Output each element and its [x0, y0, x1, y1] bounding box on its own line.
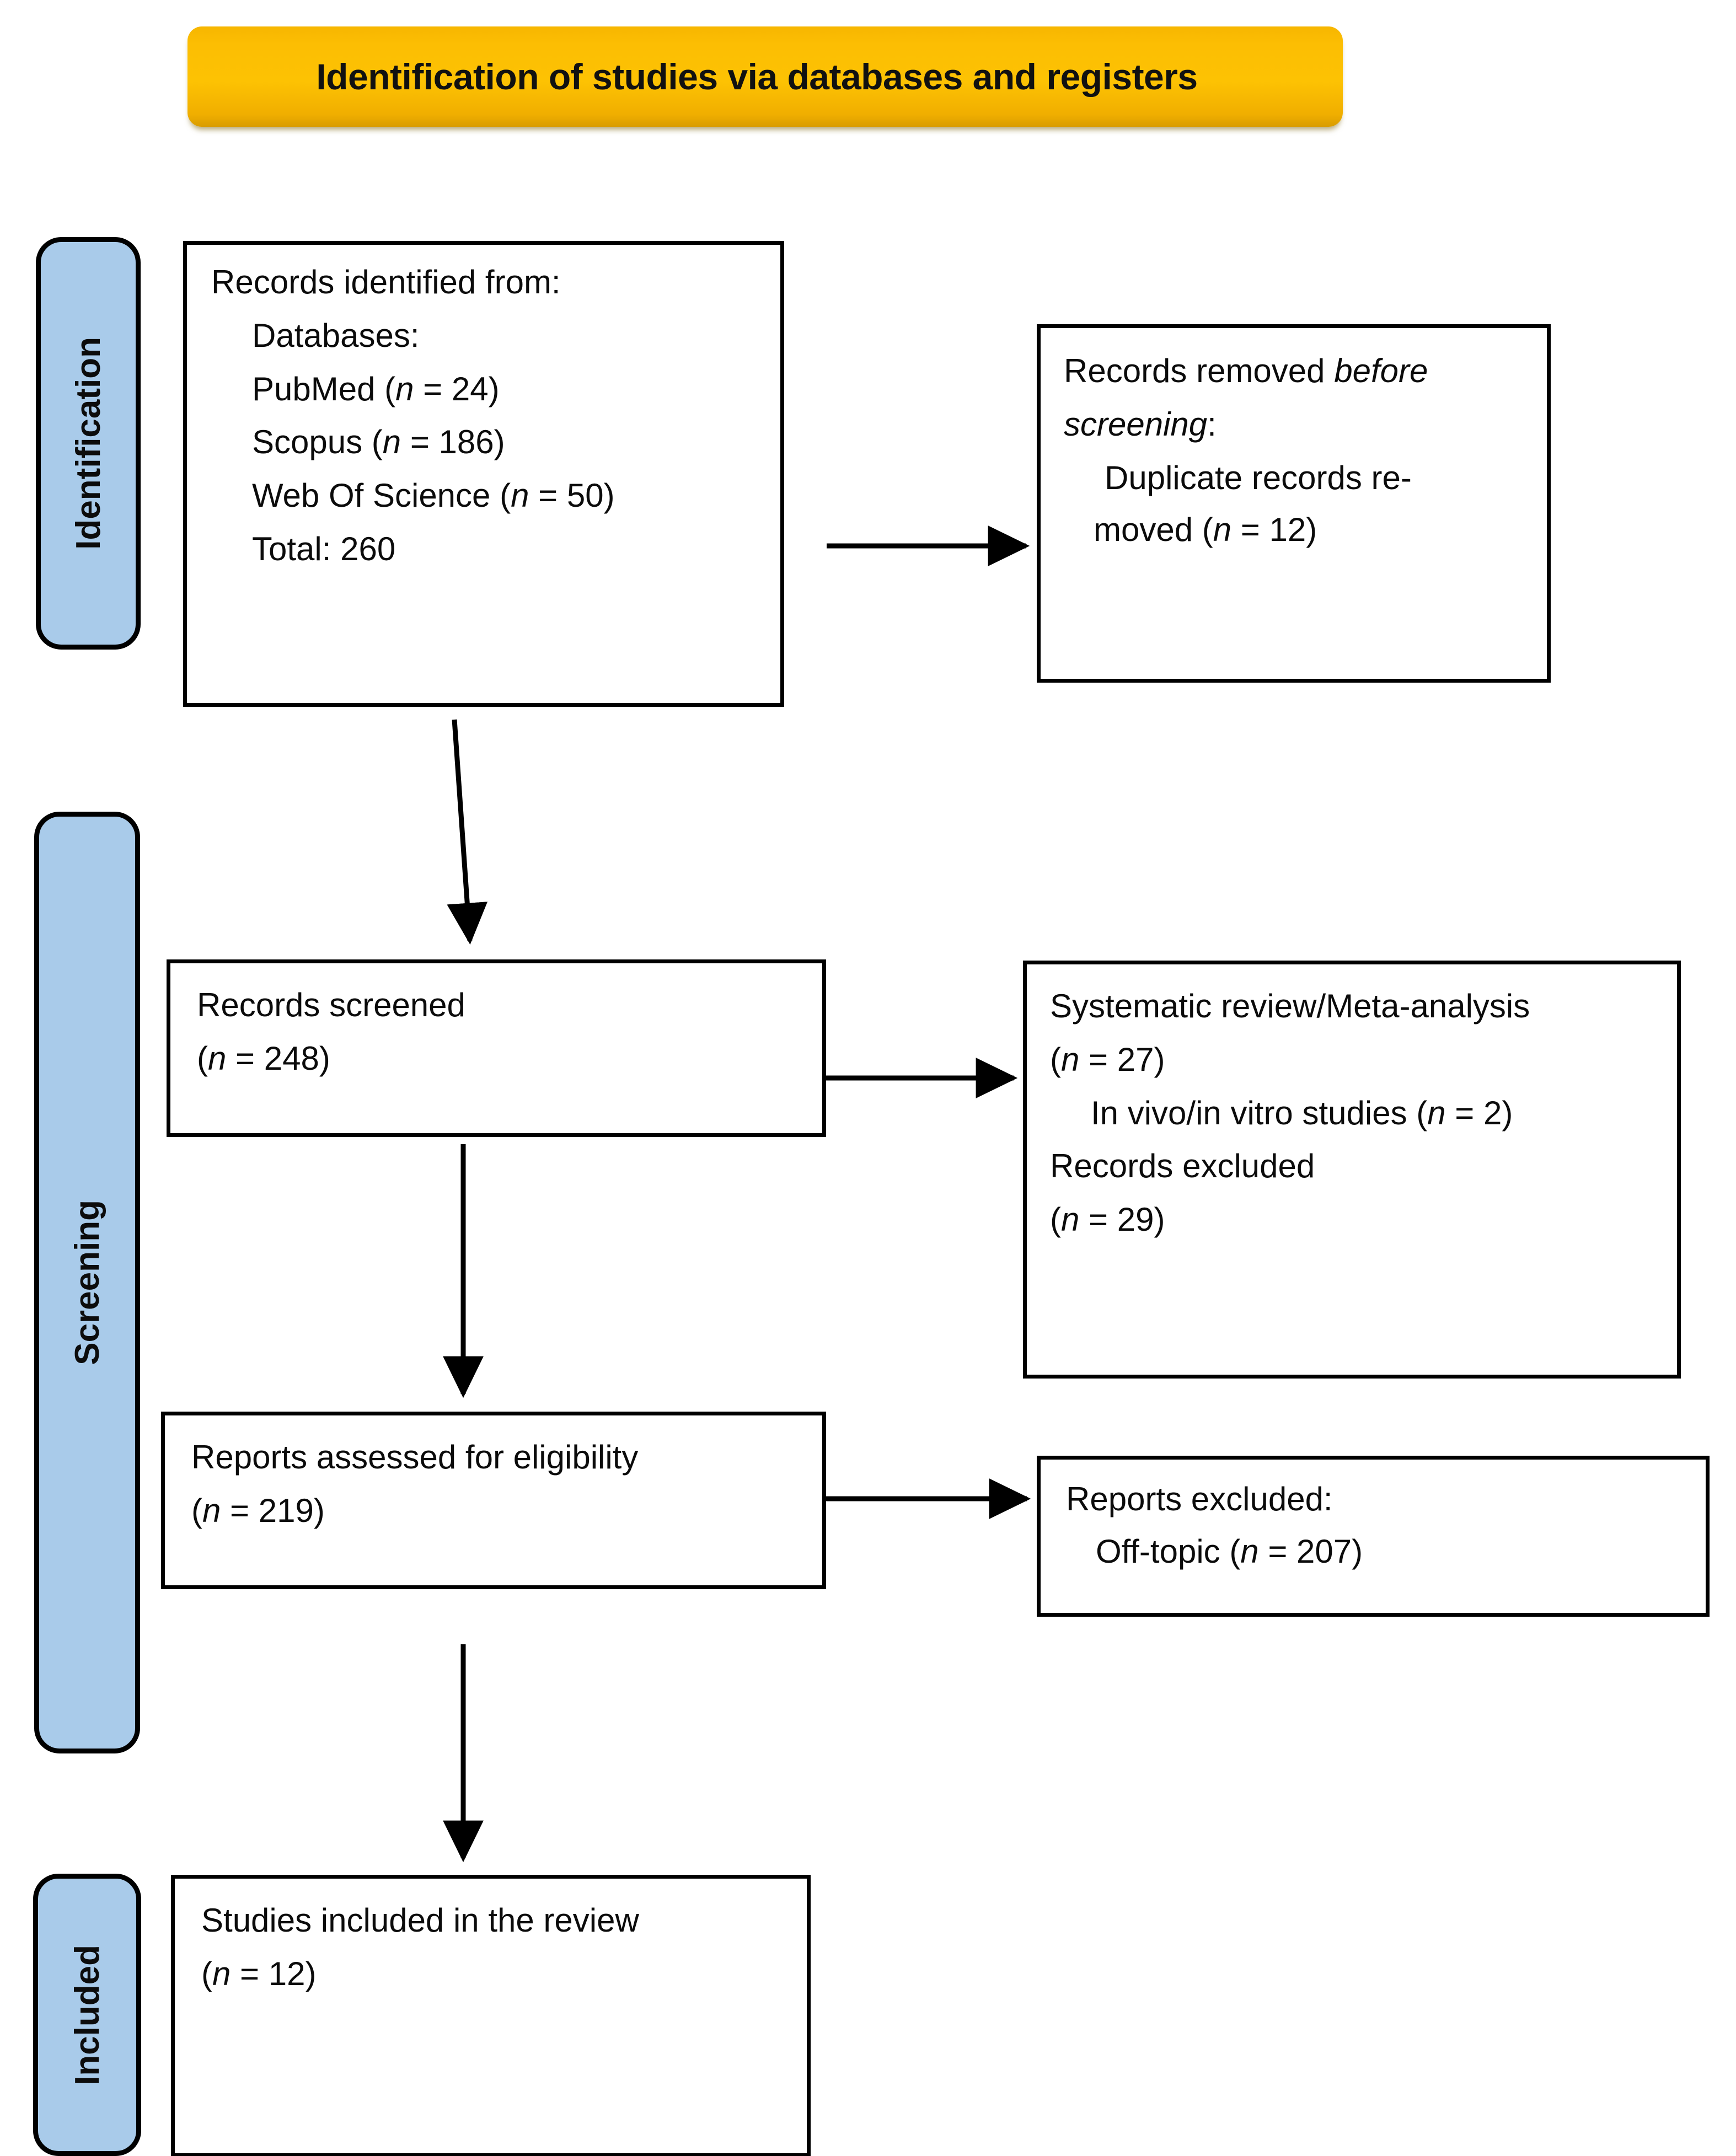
reports-excluded-line-1: Reports excluded: [1066, 1481, 1333, 1517]
pubmed-n-symbol: n [395, 370, 414, 407]
wos-label: Web Of Science ( [252, 477, 511, 514]
records-removed-line-1: Records removed before [1064, 353, 1528, 389]
reports-assessed-n-symbol: n [202, 1492, 221, 1529]
node-studies-included: Studies included in the review (n = 12) [171, 1875, 811, 2156]
reports-assessed-paren-open: ( [191, 1492, 202, 1529]
records-excluded-line-4: Records excluded [1050, 1147, 1315, 1185]
duplicates-moved-label: moved ( [1094, 511, 1213, 549]
node-records-removed: Records removed before screening: Duplic… [1037, 324, 1551, 683]
records-excluded-line-5: (n = 29) [1050, 1202, 1663, 1238]
records-excluded-line-3: In vivo/in vitro studies (n = 2) [1050, 1094, 1663, 1131]
reports-assessed-line-1: Reports assessed for eligibility [191, 1439, 639, 1476]
offtopic-label: Off-topic ( [1096, 1532, 1241, 1570]
pubmed-label: PubMed ( [252, 370, 396, 407]
invivo-label: In vivo/in vitro studies ( [1091, 1094, 1428, 1131]
reports-assessed-line-2: (n = 219) [191, 1493, 800, 1529]
studies-included-count: = 12) [231, 1955, 317, 1992]
node-reports-excluded: Reports excluded: Off-topic (n = 207) [1037, 1456, 1710, 1617]
phase-bar-screening: Screening [34, 812, 140, 1753]
records-screened-line-1: Records screened [197, 986, 465, 1023]
page-title: Identification of studies via databases … [316, 56, 1198, 97]
records-removed-screening-word: screening [1064, 405, 1208, 443]
duplicates-n-symbol: n [1213, 511, 1232, 549]
sysrev-n-symbol: n [1060, 1041, 1080, 1078]
records-removed-colon: : [1207, 405, 1217, 443]
records-removed-line-3: Duplicate records re- [1105, 459, 1412, 496]
invivo-n-symbol: n [1427, 1094, 1446, 1131]
diagram-header-banner: Identification of studies via databases … [187, 26, 1343, 127]
records-removed-line-2: screening: [1064, 405, 1528, 443]
records-screened-n-symbol: n [207, 1039, 227, 1077]
pubmed-count: = 24) [414, 370, 500, 407]
records-identified-line-2: Databases: [252, 317, 420, 354]
studies-included-paren-open: ( [201, 1955, 212, 1992]
records-excluded-line-1: Systematic review/Meta-analysis [1050, 988, 1530, 1025]
records-excluded-paren-open: ( [1050, 1201, 1061, 1238]
phase-bar-identification: Identification [36, 237, 141, 650]
offtopic-n-symbol: n [1240, 1532, 1259, 1570]
node-records-screened: Records screened (n = 248) [167, 959, 826, 1137]
phase-bar-included: Included [33, 1874, 141, 2156]
sysrev-count: = 27) [1079, 1041, 1165, 1078]
invivo-count: = 2) [1445, 1094, 1513, 1131]
reports-excluded-line-2: Off-topic (n = 207) [1066, 1532, 1689, 1570]
records-excluded-count: = 29) [1079, 1201, 1165, 1238]
duplicates-count: = 12) [1231, 511, 1317, 549]
node-records-excluded: Systematic review/Meta-analysis (n = 27)… [1023, 961, 1681, 1379]
node-records-identified: Records identified from: Databases: PubM… [183, 241, 784, 707]
sysrev-paren-open: ( [1050, 1041, 1061, 1078]
scopus-label: Scopus ( [252, 423, 383, 461]
offtopic-count: = 207) [1258, 1532, 1363, 1570]
records-screened-count: = 248) [226, 1039, 330, 1077]
node-reports-assessed: Reports assessed for eligibility (n = 21… [161, 1412, 826, 1589]
studies-included-line-2: (n = 12) [201, 1956, 785, 1992]
records-identified-line-6: Total: 260 [252, 530, 396, 567]
records-screened-paren-open: ( [197, 1039, 208, 1077]
scopus-count: = 186) [401, 423, 505, 461]
wos-n-symbol: n [511, 477, 529, 514]
records-removed-line-4: moved (n = 12) [1064, 512, 1528, 548]
scopus-n-symbol: n [382, 423, 401, 461]
arrow-identified-to-screened [447, 719, 488, 945]
studies-included-line-1: Studies included in the review [201, 1902, 639, 1939]
records-identified-line-3: PubMed (n = 24) [211, 370, 758, 407]
studies-included-n-symbol: n [212, 1955, 231, 1992]
records-excluded-n-symbol: n [1060, 1201, 1080, 1238]
records-removed-label: Records removed [1064, 352, 1335, 389]
records-screened-line-2: (n = 248) [197, 1041, 800, 1077]
records-removed-before-word: before [1334, 352, 1428, 389]
reports-assessed-count: = 219) [221, 1492, 325, 1529]
records-excluded-line-2: (n = 27) [1050, 1042, 1663, 1078]
records-identified-line-5: Web Of Science (n = 50) [211, 478, 758, 514]
wos-count: = 50) [529, 477, 615, 514]
records-identified-line-1: Records identified from: [211, 264, 561, 301]
records-identified-line-4: Scopus (n = 186) [211, 423, 758, 461]
